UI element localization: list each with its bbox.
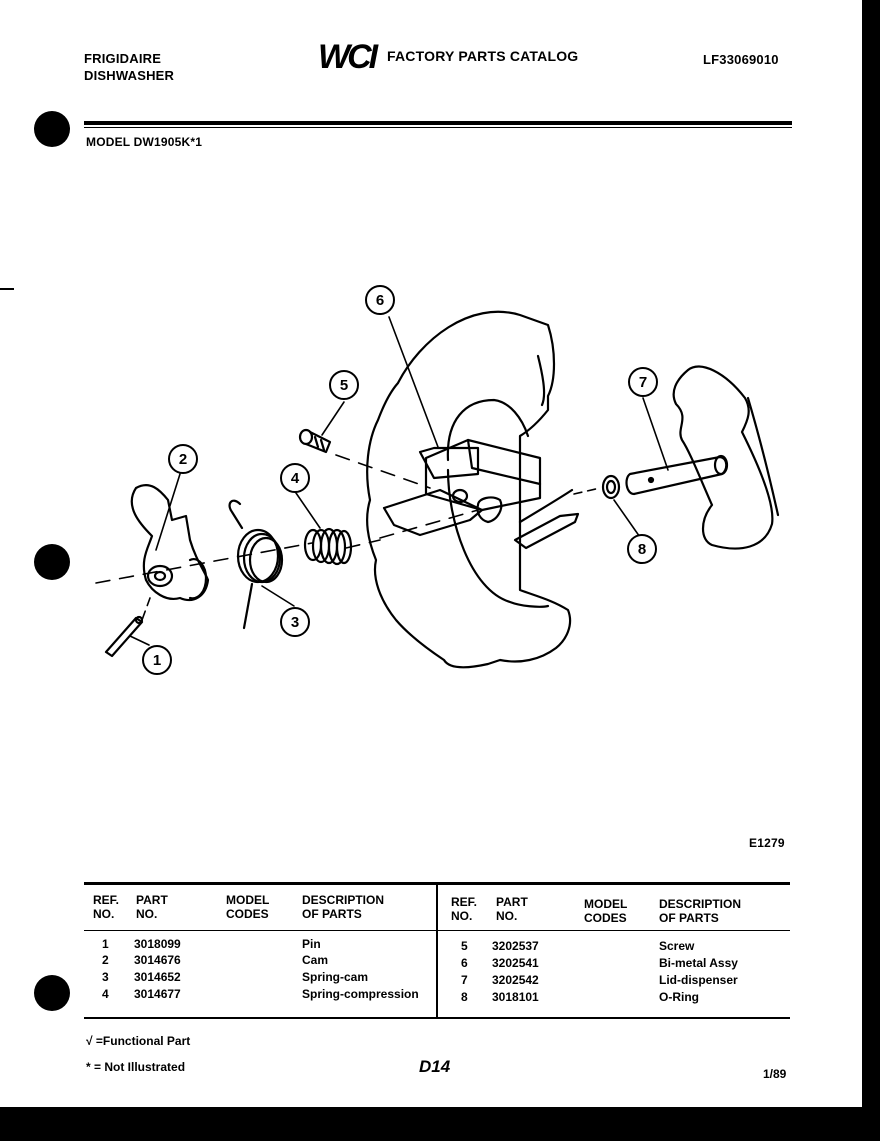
header-rule-thick bbox=[84, 121, 792, 125]
ref-no: 1 bbox=[102, 937, 109, 951]
product-type: DISHWASHER bbox=[84, 68, 175, 83]
part-description: Spring-cam bbox=[302, 970, 369, 984]
callout-label: 7 bbox=[639, 374, 647, 391]
part-description: Pin bbox=[302, 937, 321, 951]
table-bottom-rule bbox=[84, 1017, 790, 1019]
pin-drawing bbox=[104, 615, 144, 658]
part-no: 3014652 bbox=[134, 970, 181, 984]
col-header-ref-no: REF. NO. bbox=[93, 893, 120, 921]
table-center-divider bbox=[436, 884, 438, 1018]
part-no: 3014677 bbox=[134, 987, 181, 1001]
dispenser-panel-drawing bbox=[366, 310, 572, 669]
callout-label: 8 bbox=[638, 541, 646, 558]
ref-no: 2 bbox=[102, 953, 109, 967]
callout-1 bbox=[142, 645, 172, 675]
callout-4 bbox=[280, 463, 310, 493]
part-no: 3202542 bbox=[492, 973, 539, 987]
catalog-page: FRIGIDAIRE DISHWASHER WCI FACTORY PARTS … bbox=[0, 0, 862, 1107]
part-description: Lid-dispenser bbox=[659, 973, 738, 987]
callout-label: 3 bbox=[291, 614, 299, 631]
ref-no: 3 bbox=[102, 970, 109, 984]
ref-no: 5 bbox=[461, 939, 468, 953]
callout-6 bbox=[365, 285, 395, 315]
catalog-title: FACTORY PARTS CATALOG bbox=[387, 48, 579, 64]
cam-spring-drawing bbox=[228, 499, 284, 630]
callout-7 bbox=[628, 367, 658, 397]
cam-drawing bbox=[130, 484, 210, 602]
part-description: Screw bbox=[659, 939, 695, 953]
table-top-rule bbox=[84, 882, 790, 885]
lid-dispenser-drawing bbox=[625, 365, 780, 550]
catalog-date: 1/89 bbox=[763, 1067, 787, 1081]
ref-no: 4 bbox=[102, 987, 109, 1001]
col-header-part-no: PART NO. bbox=[496, 895, 528, 923]
compression-spring-drawing bbox=[303, 527, 353, 566]
part-description: O-Ring bbox=[659, 990, 699, 1004]
screw-drawing bbox=[298, 428, 332, 454]
col-header-description: DESCRIPTION OF PARTS bbox=[659, 897, 742, 925]
punch-hole bbox=[34, 975, 70, 1011]
bi-metal-assembly-drawing bbox=[382, 438, 580, 550]
o-ring-drawing bbox=[601, 474, 621, 500]
col-header-ref-no: REF. NO. bbox=[451, 895, 478, 923]
page-code: D14 bbox=[419, 1057, 451, 1076]
callout-label: 5 bbox=[340, 377, 348, 394]
ref-no: 6 bbox=[461, 956, 468, 970]
figure-id: E1279 bbox=[749, 836, 785, 850]
part-description: Bi-metal Assy bbox=[659, 956, 738, 970]
callout-5 bbox=[329, 370, 359, 400]
margin-mark bbox=[0, 288, 14, 290]
col-header-model-codes: MODEL CODES bbox=[226, 893, 270, 921]
wci-logo: WCI bbox=[318, 38, 378, 76]
functional-part-note: √ =Functional Part bbox=[86, 1034, 191, 1048]
header-rule-thin bbox=[84, 127, 792, 128]
col-header-part-no: PART NO. bbox=[136, 893, 168, 921]
col-header-description: DESCRIPTION OF PARTS bbox=[302, 893, 385, 921]
callout-label: 4 bbox=[291, 470, 300, 487]
punch-hole bbox=[34, 111, 70, 147]
part-no: 3014676 bbox=[134, 953, 181, 967]
part-no: 3202537 bbox=[492, 939, 539, 953]
catalog-number: LF33069010 bbox=[703, 52, 779, 67]
callout-label: 6 bbox=[376, 292, 384, 309]
callout-2 bbox=[168, 444, 198, 474]
col-header-model-codes: MODEL CODES bbox=[584, 897, 628, 925]
callout-label: 1 bbox=[153, 652, 161, 669]
brand-name: FRIGIDAIRE bbox=[84, 51, 162, 66]
not-illustrated-note: * = Not Illustrated bbox=[86, 1060, 186, 1074]
callout-label: 2 bbox=[179, 451, 187, 468]
part-no: 3202541 bbox=[492, 956, 539, 970]
ref-no: 7 bbox=[461, 973, 468, 987]
model-label: MODEL DW1905K*1 bbox=[86, 135, 203, 149]
part-no: 3018101 bbox=[492, 990, 539, 1004]
brand-block: FRIGIDAIRE DISHWASHER bbox=[84, 50, 174, 84]
part-description: Spring-compression bbox=[302, 987, 419, 1001]
part-description: Cam bbox=[302, 953, 329, 967]
callout-8 bbox=[627, 534, 657, 564]
punch-hole bbox=[34, 544, 70, 580]
part-no: 3018099 bbox=[134, 937, 181, 951]
callout-3 bbox=[280, 607, 310, 637]
exploded-parts-diagram: 6 5 7 2 4 8 3 1 bbox=[95, 285, 780, 675]
ref-no: 8 bbox=[461, 990, 468, 1004]
